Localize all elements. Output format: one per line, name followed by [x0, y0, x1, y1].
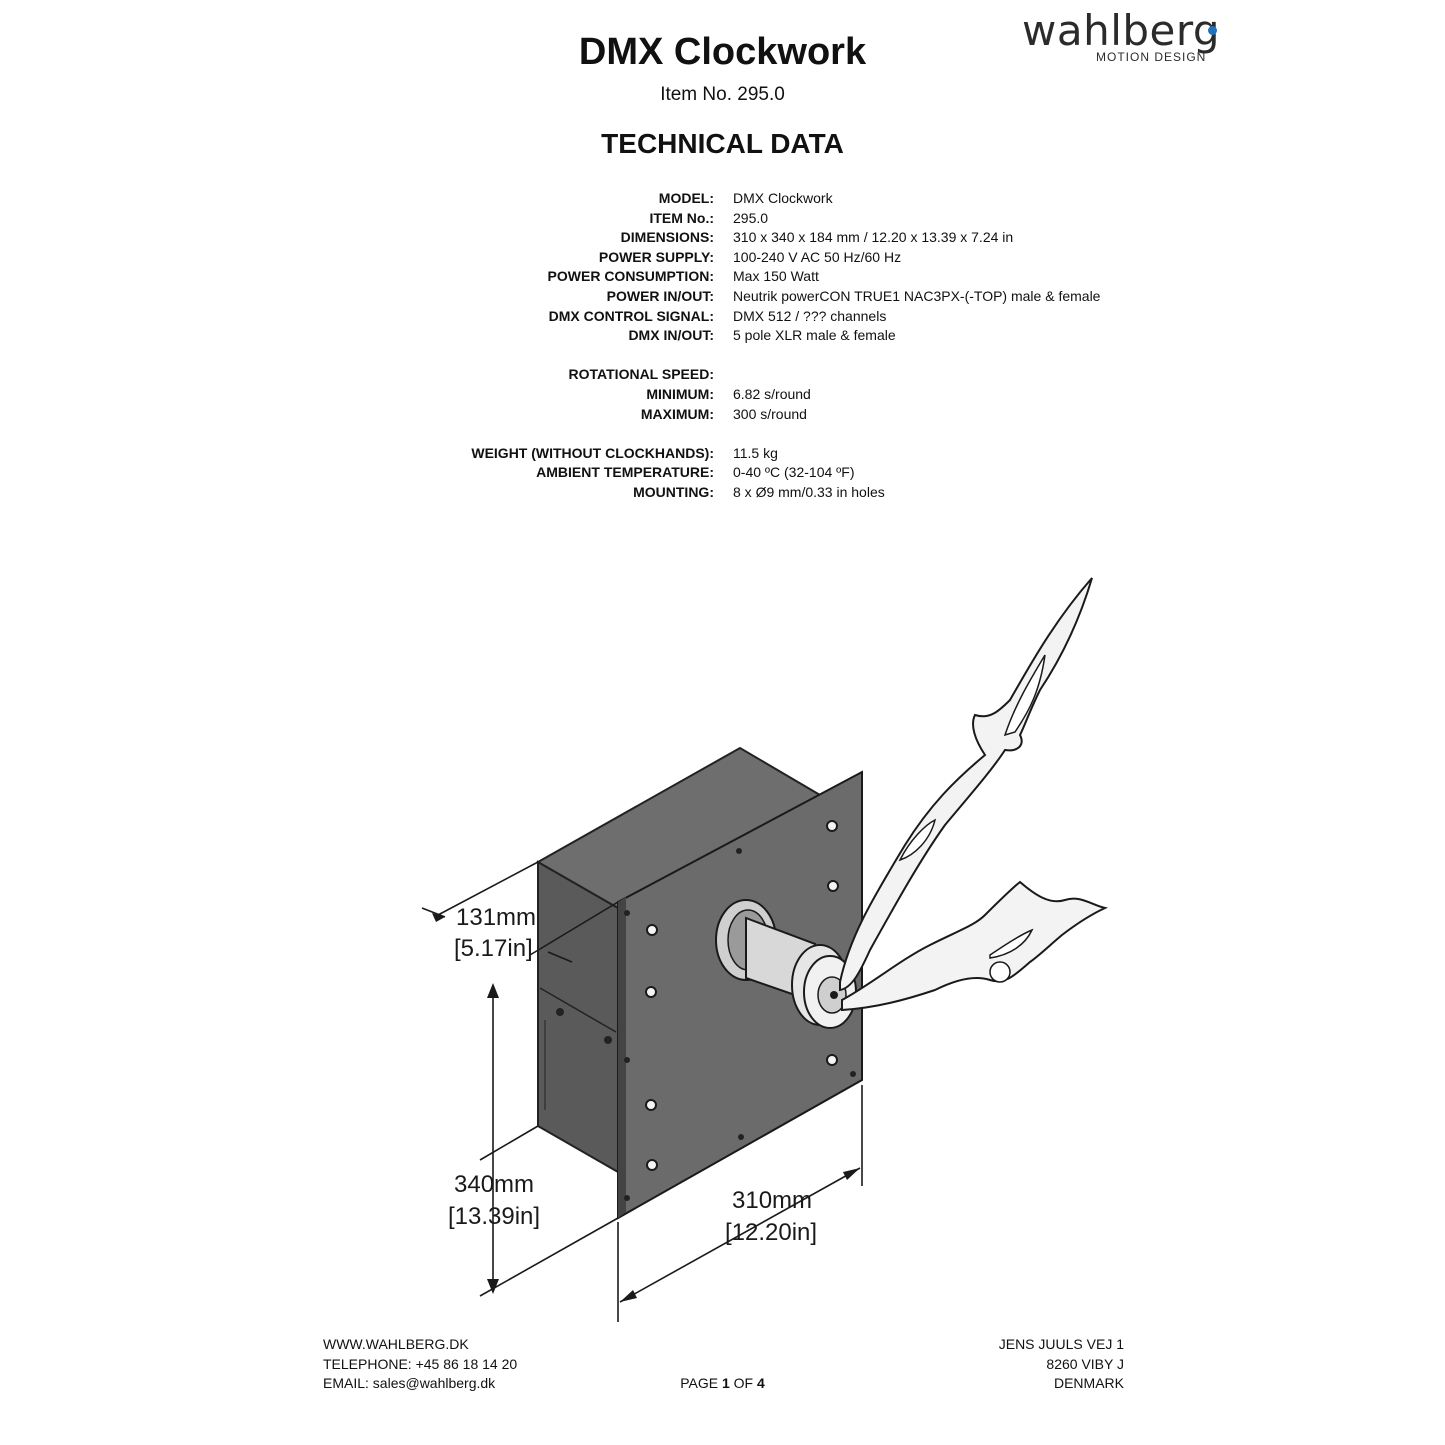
- spec-label: DIMENSIONS:: [620, 229, 714, 246]
- brand-name: wahlberg: [1022, 6, 1221, 55]
- address-country: DENMARK: [1053, 1375, 1124, 1392]
- spec-value: Neutrik powerCON TRUE1 NAC3PX-(-TOP) mal…: [733, 287, 1101, 304]
- height-in-label: [13.39in]: [448, 1203, 540, 1230]
- spec-row: MOUNTING: 8 x Ø9 mm/0.33 in holes: [0, 483, 1445, 503]
- dimension-lines: [421, 861, 863, 1322]
- spec-row: POWER IN/OUT: Neutrik powerCON TRUE1 NAC3…: [0, 287, 1445, 307]
- spec-label: MINIMUM:: [646, 385, 714, 402]
- spec-value: 6.82 s/round: [733, 385, 811, 402]
- spec-row: POWER CONSUMPTION: Max 150 Watt: [0, 267, 1445, 287]
- footer-telephone: TELEPHONE: +45 86 18 14 20: [323, 1355, 518, 1372]
- page-prefix: PAGE: [680, 1375, 722, 1391]
- depth-mm-label: 131mm: [456, 904, 536, 931]
- spec-value: 5 pole XLR male & female: [733, 327, 896, 344]
- footer-address: JENS JUULS VEJ 1 8260 VIBY J DENMARK: [999, 1335, 1124, 1394]
- address-street: JENS JUULS VEJ 1: [998, 1336, 1124, 1352]
- spec-label: DMX CONTROL SIGNAL:: [548, 307, 714, 324]
- spec-value: DMX 512 / ??? channels: [733, 307, 887, 324]
- footer-contact: WWW.WAHLBERG.DK TELEPHONE: +45 86 18 14 …: [323, 1335, 517, 1394]
- spec-label: MODEL:: [658, 190, 714, 206]
- page-total: 4: [757, 1375, 765, 1391]
- brand-logo: wahlberg MOTION DESIGN: [1022, 6, 1232, 66]
- footer-website: WWW.WAHLBERG.DK: [323, 1336, 469, 1352]
- width-in-label: [12.20in]: [725, 1219, 817, 1246]
- page-indicator: PAGE 1 OF 4: [0, 1374, 1445, 1394]
- spec-value: 100-240 V AC 50 Hz/60 Hz: [733, 248, 902, 265]
- section-title: TECHNICAL DATA: [601, 128, 844, 159]
- spec-spacer: [0, 346, 1445, 366]
- spec-label: POWER CONSUMPTION:: [547, 268, 714, 285]
- spec-value: 11.5 kg: [733, 444, 778, 461]
- height-mm-label: 340mm: [454, 1171, 534, 1198]
- spec-row: AMBIENT TEMPERATURE: 0-40 ºC (32-104 ºF): [0, 463, 1445, 483]
- spec-row: DMX CONTROL SIGNAL: DMX 512 / ??? channel…: [0, 307, 1445, 327]
- spec-row: MINIMUM: 6.82 s/round: [0, 385, 1445, 405]
- spec-row: POWER SUPPLY: 100-240 V AC 50 Hz/60 Hz: [0, 248, 1445, 268]
- spec-label: MAXIMUM:: [640, 405, 714, 422]
- spec-row: DMX IN/OUT: 5 pole XLR male & female: [0, 326, 1445, 346]
- logo-dot-icon: [1208, 26, 1217, 35]
- spec-value: Max 150 Watt: [733, 268, 819, 285]
- clockwork-drawing: 131mm [5.17in] 340mm [13.39in] 310mm [12…: [421, 577, 1109, 1322]
- spec-value: 295.0: [733, 209, 769, 226]
- spec-table: MODEL: DMX Clockwork ITEM No.: 295.0 DIMEN…: [0, 189, 1445, 503]
- address-city: 8260 VIBY J: [1046, 1355, 1124, 1372]
- spec-label: MOUNTING:: [633, 483, 714, 500]
- width-mm-label: 310mm: [732, 1187, 812, 1214]
- depth-in-label: [5.17in]: [454, 935, 533, 962]
- spec-label: WEIGHT (WITHOUT CLOCKHANDS):: [471, 444, 714, 461]
- spec-label: POWER SUPPLY:: [598, 248, 714, 265]
- spec-value: DMX Clockwork: [733, 190, 833, 206]
- mounting-holes: [645, 820, 839, 1171]
- spec-row: ITEM No.: 295.0: [0, 209, 1445, 229]
- spec-label: AMBIENT TEMPERATURE:: [536, 464, 714, 481]
- spec-row: DIMENSIONS: 310 x 340 x 184 mm / 12.20 x …: [0, 228, 1445, 248]
- spec-row: MODEL: DMX Clockwork: [0, 189, 1445, 209]
- spec-spacer: [0, 424, 1445, 444]
- document-title: DMX Clockwork: [578, 31, 867, 73]
- spec-value: 8 x Ø9 mm/0.33 in holes: [733, 483, 885, 500]
- spec-row: MAXIMUM: 300 s/round: [0, 405, 1445, 425]
- page-current: 1: [721, 1375, 730, 1391]
- page-mid: OF: [729, 1375, 757, 1391]
- spec-label: ROTATIONAL SPEED:: [568, 366, 714, 383]
- hour-hand: [841, 880, 1109, 1012]
- spec-value: 310 x 340 x 184 mm / 12.20 x 13.39 x 7.2…: [733, 229, 1014, 246]
- spec-label: DMX IN/OUT:: [628, 327, 714, 344]
- footer-email: EMAIL: sales@wahlberg.dk: [323, 1375, 496, 1392]
- brand-tagline: MOTION DESIGN: [1096, 50, 1207, 64]
- spec-value: 300 s/round: [733, 405, 807, 422]
- spec-value: 0-40 ºC (32-104 ºF): [733, 464, 855, 481]
- spec-label: ITEM No.:: [649, 209, 714, 226]
- spec-row: WEIGHT (WITHOUT CLOCKHANDS): 11.5 kg: [0, 444, 1445, 464]
- spec-label: POWER IN/OUT:: [606, 287, 714, 304]
- item-number: Item No. 295.0: [660, 84, 785, 105]
- spec-row: ROTATIONAL SPEED:: [0, 365, 1445, 385]
- clock-shaft: [715, 899, 857, 1029]
